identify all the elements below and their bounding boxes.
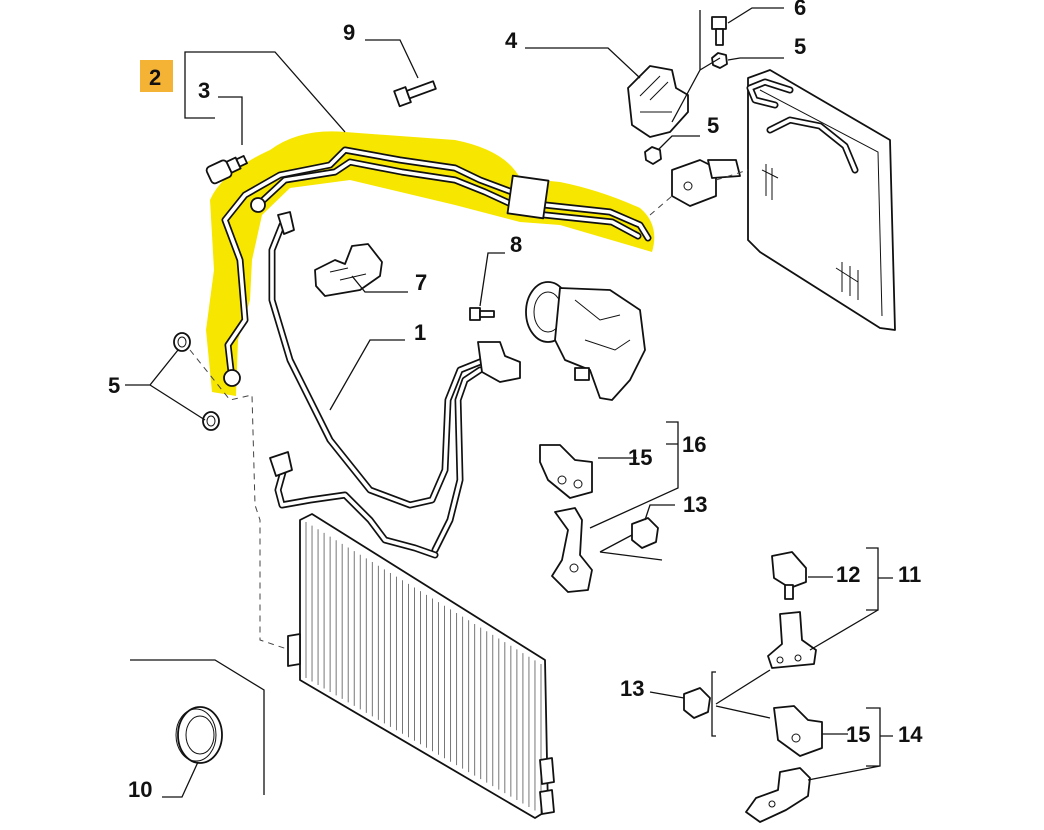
label-7[interactable]: 7 xyxy=(415,270,427,295)
condenser xyxy=(287,513,555,819)
part-6-bolt[interactable] xyxy=(711,16,727,46)
assembly-line-valve xyxy=(649,169,749,216)
expansion-valve[interactable] xyxy=(671,159,741,207)
label-13-lower[interactable]: 13 xyxy=(620,676,644,701)
part-labels: 1 2 3 4 5 5 5 6 7 8 9 10 11 12 13 13 14 … xyxy=(108,0,923,802)
label-11[interactable]: 11 xyxy=(898,562,921,587)
label-5-top[interactable]: 5 xyxy=(794,34,806,59)
label-13-upper[interactable]: 13 xyxy=(683,492,707,517)
part-16-bracket[interactable] xyxy=(551,507,593,593)
part-9-bolt[interactable] xyxy=(393,78,437,108)
selected-label-2-bg xyxy=(140,60,173,92)
condenser-fins xyxy=(305,522,542,814)
label-5-mid[interactable]: 5 xyxy=(707,113,719,138)
label-8[interactable]: 8 xyxy=(510,232,522,257)
part-5-nut-upper-left[interactable] xyxy=(173,332,191,352)
label-2[interactable]: 2 xyxy=(149,65,161,90)
part-3-pressure-switch[interactable] xyxy=(205,151,249,185)
part-5-nut-top[interactable] xyxy=(711,52,728,69)
label-16[interactable]: 16 xyxy=(682,432,706,457)
label-15-upper[interactable]: 15 xyxy=(628,445,652,470)
part-12-clip[interactable] xyxy=(771,551,807,600)
part-15-clip-lower[interactable] xyxy=(773,705,823,757)
part-10-seal[interactable] xyxy=(175,706,223,764)
part-11-bracket[interactable] xyxy=(767,611,817,669)
label-14[interactable]: 14 xyxy=(898,722,923,747)
label-5-left[interactable]: 5 xyxy=(108,373,120,398)
label-6[interactable]: 6 xyxy=(794,0,806,20)
part-13-nut-lower[interactable] xyxy=(683,687,711,719)
part-4-bracket[interactable] xyxy=(627,65,689,138)
leader-lines xyxy=(125,7,893,798)
part-5-nut-lower-left[interactable] xyxy=(202,411,220,431)
part-7-clip[interactable] xyxy=(314,243,383,297)
part-15-clip-upper[interactable] xyxy=(539,444,593,499)
label-9[interactable]: 9 xyxy=(343,20,355,45)
part-8-bolt[interactable] xyxy=(469,307,495,321)
label-12[interactable]: 12 xyxy=(836,562,860,587)
part-13-nut-upper[interactable] xyxy=(631,517,659,549)
label-4[interactable]: 4 xyxy=(505,28,518,53)
compressor xyxy=(525,281,646,401)
evaporator xyxy=(746,69,896,331)
assembly-line-left xyxy=(189,349,291,651)
label-1[interactable]: 1 xyxy=(414,320,426,345)
label-15-lower[interactable]: 15 xyxy=(846,722,870,747)
part-2-pipe[interactable] xyxy=(221,146,652,387)
part-1-hoses[interactable] xyxy=(268,211,521,559)
part-5-nut-mid[interactable] xyxy=(644,146,662,165)
label-10[interactable]: 10 xyxy=(128,777,152,802)
part-14-bracket[interactable] xyxy=(745,767,811,823)
label-3[interactable]: 3 xyxy=(198,78,210,103)
